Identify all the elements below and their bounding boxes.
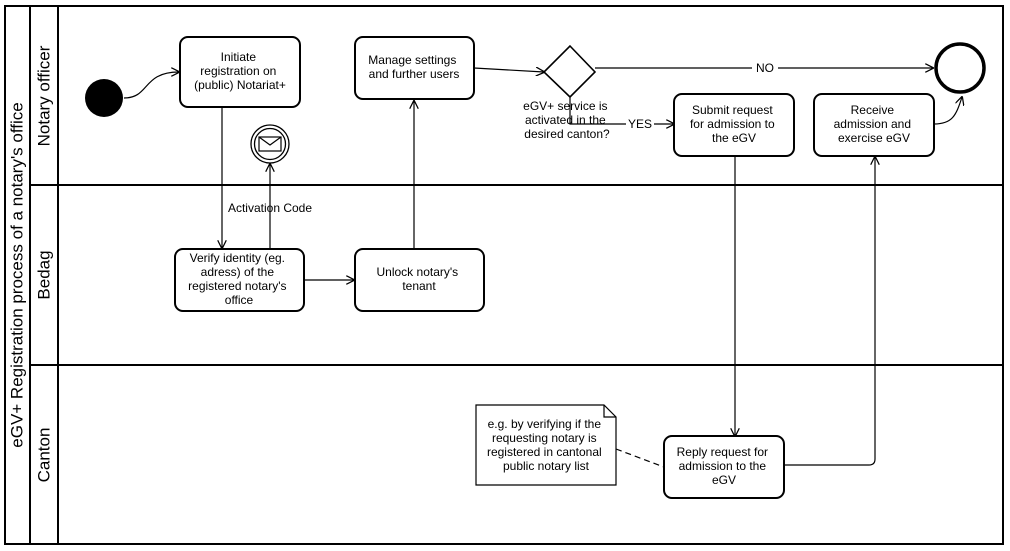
envelope-icon: [258, 136, 282, 152]
pool-title: eGV+ Registration process of a notary's …: [8, 102, 27, 447]
label-no: NO: [756, 61, 774, 75]
label-activation-code: Activation Code: [228, 201, 312, 215]
flow-reply-to-receive: [784, 157, 875, 466]
gateway-label: eGV+ service is activated in the desired…: [523, 99, 611, 141]
task-verify-identity[interactable]: Verify identity (eg. adress) of the regi…: [174, 248, 305, 312]
lane-label-notary: Notary officer: [35, 45, 54, 146]
label-yes: YES: [628, 117, 652, 131]
flow-start-to-initiate: [123, 72, 179, 99]
task-receive-admission[interactable]: Receive admission and exercise eGV: [813, 93, 935, 157]
annotation-text: e.g. by verifying if the requesting nota…: [487, 417, 605, 473]
task-submit-label: Submit request for admission to the eGV: [690, 103, 778, 145]
text-annotation: e.g. by verifying if the requesting nota…: [475, 404, 617, 486]
task-manage-label: Manage settings and further users: [368, 53, 459, 81]
task-verify-label: Verify identity (eg. adress) of the regi…: [188, 251, 290, 307]
task-reply-request[interactable]: Reply request for admission to the eGV: [663, 435, 785, 499]
no-label-bg: [752, 60, 778, 76]
flow-manage-to-gateway: [473, 68, 544, 72]
yes-label-bg: [626, 117, 654, 132]
annotation-association: [615, 448, 665, 468]
lane-label-canton: Canton: [35, 428, 54, 483]
lane-label-bedag: Bedag: [35, 250, 54, 299]
task-unlock-label: Unlock notary's tenant: [377, 265, 462, 293]
end-event[interactable]: [934, 42, 986, 94]
task-initiate-label: Initiate registration on (public) Notari…: [194, 50, 286, 92]
task-manage-settings[interactable]: Manage settings and further users: [354, 36, 475, 100]
task-receive-label: Receive admission and exercise eGV: [834, 103, 915, 145]
start-event[interactable]: [85, 79, 123, 117]
gateway-service-activated[interactable]: [542, 44, 597, 99]
flow-receive-to-end: [933, 97, 962, 125]
task-reply-label: Reply request for admission to the eGV: [677, 445, 772, 487]
message-event[interactable]: [250, 124, 290, 164]
task-submit-request[interactable]: Submit request for admission to the eGV: [673, 93, 795, 157]
task-unlock-tenant[interactable]: Unlock notary's tenant: [354, 248, 485, 312]
task-initiate-registration[interactable]: Initiate registration on (public) Notari…: [179, 36, 301, 108]
